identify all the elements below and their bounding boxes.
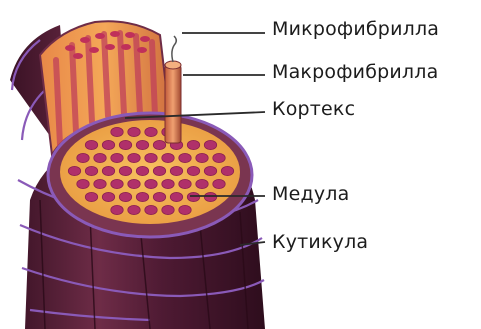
medulla-cell (85, 140, 97, 149)
medulla-cell (102, 192, 114, 201)
medulla-cell (128, 205, 140, 214)
medulla-cell (204, 140, 216, 149)
label-macrofibril: Макрофибрилла (272, 61, 438, 83)
medulla-cell (77, 153, 89, 162)
label-cortex: Кортекс (272, 98, 355, 120)
medulla-cell (145, 153, 157, 162)
medulla-cell (68, 166, 80, 175)
medulla-cell (85, 192, 97, 201)
medulla-cell (145, 205, 157, 214)
medulla-cell (102, 140, 114, 149)
medulla-cell (179, 153, 191, 162)
medulla-cell (102, 166, 114, 175)
medulla-cell (111, 205, 123, 214)
medulla-cell (153, 140, 165, 149)
medulla-cell (119, 140, 131, 149)
medulla-cell (145, 127, 157, 136)
medulla-cell (170, 166, 182, 175)
medulla-cell (119, 192, 131, 201)
medulla-cell (162, 153, 174, 162)
medulla-cell (179, 205, 191, 214)
medulla-cell (111, 179, 123, 188)
medulla-cell (179, 179, 191, 188)
label-microfibril: Микрофибрилла (272, 18, 439, 40)
medulla-cell (187, 192, 199, 201)
medulla-cell (145, 179, 157, 188)
label-medulla: Медула (272, 183, 349, 205)
medulla-cell (77, 179, 89, 188)
medulla-cell (136, 166, 148, 175)
medulla-cell (94, 153, 106, 162)
medulla-cell (170, 192, 182, 201)
medulla-cell (213, 153, 225, 162)
medulla-cell (162, 179, 174, 188)
medulla-cell (136, 140, 148, 149)
medulla-cell (204, 192, 216, 201)
medulla-cell (85, 166, 97, 175)
medulla-cell (153, 192, 165, 201)
medulla-cell (187, 140, 199, 149)
macrofibril-end (165, 61, 181, 69)
medulla-cell (153, 166, 165, 175)
microfibril-strand (172, 36, 176, 62)
label-cuticle: Кутикула (272, 231, 368, 253)
medulla-cell (213, 179, 225, 188)
medulla-cell (111, 127, 123, 136)
medulla-cell (221, 166, 233, 175)
medulla-cell (111, 153, 123, 162)
medulla-cell (196, 179, 208, 188)
medulla-cell (136, 192, 148, 201)
medulla-cell (196, 153, 208, 162)
medulla-cell (128, 127, 140, 136)
medulla-cell (204, 166, 216, 175)
medulla-cell (128, 179, 140, 188)
medulla-cell (162, 205, 174, 214)
medulla-cell (187, 166, 199, 175)
macrofibril-rod (165, 65, 181, 143)
medulla-cell (94, 179, 106, 188)
medulla-cell (119, 166, 131, 175)
medulla-cell (128, 153, 140, 162)
